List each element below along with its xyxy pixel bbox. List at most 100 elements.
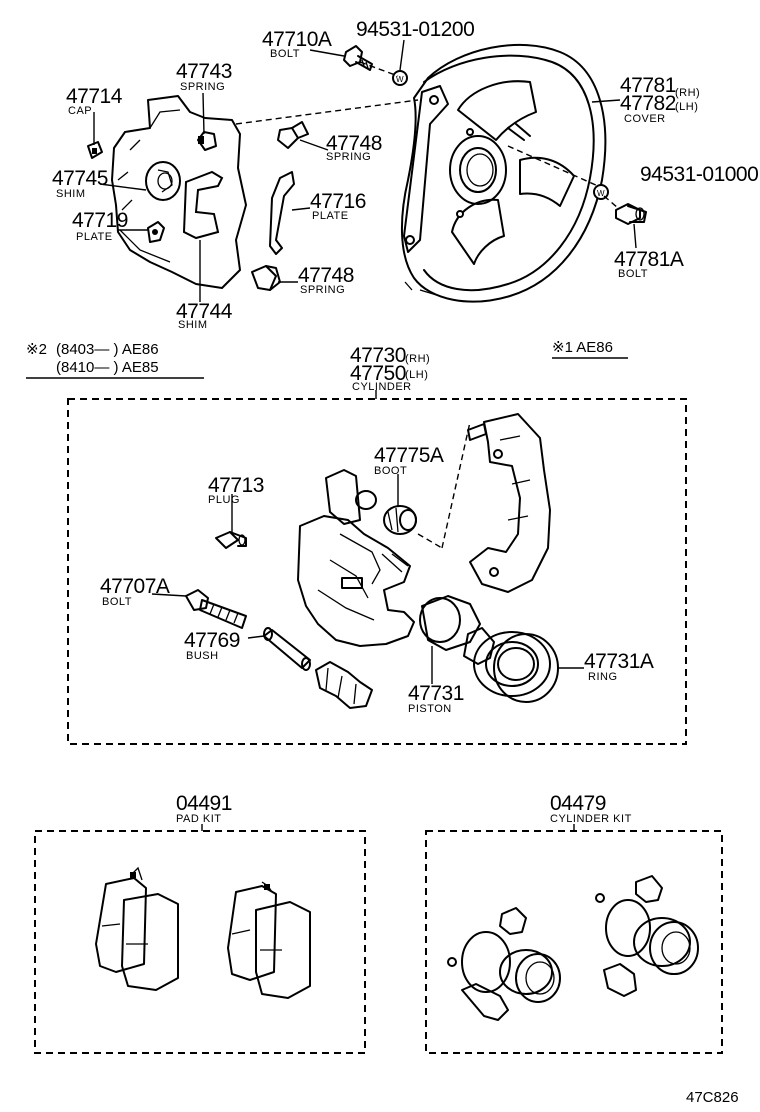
bush-47769-drawing [263,627,311,671]
svg-text:47713: 47713 [208,474,264,497]
seal-ring-47731a-drawing [463,627,559,703]
svg-text:PLUG: PLUG [208,494,240,506]
svg-text:W: W [396,75,404,84]
svg-text:PLATE: PLATE [76,231,113,243]
model-applicability-note-1: ※1 AE86 [552,339,628,359]
part-label-47730-47750: 47730 (RH) 47750 (LH) CYLINDER [350,344,430,393]
svg-text:47748: 47748 [326,132,382,155]
svg-text:47731: 47731 [408,682,464,705]
svg-text:(RH): (RH) [675,87,700,99]
washer-94531-01200-drawing: W [392,70,408,86]
svg-text:47748: 47748 [298,264,354,287]
boot-47775a-drawing [383,505,417,535]
part-label-47731a: 47731A RING [584,650,654,683]
svg-text:BOLT: BOLT [102,596,132,608]
svg-text:47719: 47719 [72,209,128,232]
svg-text:(8410— ) AE85: (8410— ) AE85 [56,359,159,376]
slide-pin-boot-drawing [315,661,373,709]
svg-text:47743: 47743 [176,60,232,83]
svg-text:BUSH: BUSH [186,650,219,662]
svg-text:47781: 47781 [620,74,676,97]
svg-text:47775A: 47775A [374,444,444,467]
svg-text:SHIM: SHIM [178,319,208,331]
svg-text:04479: 04479 [550,792,606,815]
svg-text:※2: ※2 [26,341,47,358]
part-label-47731: 47731 PISTON [408,682,464,715]
cylinder-assembly-box [67,398,687,745]
svg-text:(RH): (RH) [405,353,430,365]
part-label-47748-upper: 47748 SPRING [326,132,382,163]
svg-text:94531-01000: 94531-01000 [640,163,758,186]
model-applicability-note-2: ※2 (8403— ) AE86 (8410— ) AE85 [26,341,204,379]
alignment-lines-top [235,61,619,209]
svg-text:(LH): (LH) [675,101,698,113]
svg-text:PISTON: PISTON [408,703,452,715]
svg-text:04491: 04491 [176,792,232,815]
bolt-47781a-drawing [615,203,647,225]
mounting-caliper-body-drawing [87,95,247,289]
svg-text:SPRING: SPRING [300,284,345,296]
part-label-04479: 04479 CYLINDER KIT [550,792,632,831]
part-label-47719: 47719 PLATE [72,209,128,243]
svg-text:94531-01200: 94531-01200 [356,18,474,41]
caliper-cylinder-drawing [297,469,415,647]
cylinder-kit-box [425,830,723,1054]
spring-47748-lower-drawing [251,265,281,291]
svg-text:47707A: 47707A [100,575,170,598]
svg-text:PLATE: PLATE [312,210,349,222]
caliper-bracket-drawing [467,413,551,593]
pad-kit-box [34,830,366,1054]
svg-text:CYLINDER KIT: CYLINDER KIT [550,813,632,825]
washer-94531-01000-drawing: W [593,184,609,200]
leader-lines-cylinder [151,421,584,684]
svg-text:47744: 47744 [176,300,233,323]
plate-47716-drawing [269,171,295,255]
svg-text:47716: 47716 [310,190,366,213]
svg-text:PAD KIT: PAD KIT [176,813,221,825]
svg-text:47745: 47745 [52,167,108,190]
svg-text:47781A: 47781A [614,248,684,271]
svg-text:47782: 47782 [620,92,676,115]
part-label-94531-01000: 94531-01000 [640,163,759,186]
part-label-47713: 47713 PLUG [208,474,264,506]
svg-text:BOLT: BOLT [618,268,648,280]
svg-text:47750: 47750 [350,362,406,385]
svg-text:SPRING: SPRING [180,81,225,93]
cylinder-kit-seal-parts-drawing [447,875,699,1021]
part-label-47707a: 47707A BOLT [100,575,170,608]
svg-text:※1 AE86: ※1 AE86 [552,339,613,356]
svg-text:BOLT: BOLT [270,48,300,60]
svg-text:RING: RING [588,671,618,683]
svg-text:47714: 47714 [66,85,123,108]
svg-text:COVER: COVER [624,113,666,125]
spring-47748-upper-drawing [277,121,309,149]
part-label-47748-lower: 47748 SPRING [298,264,354,296]
bolt-47707a-drawing [185,589,247,629]
svg-text:SPRING: SPRING [326,151,371,163]
part-label-47775a: 47775A BOOT [374,444,444,477]
plug-47713-drawing [215,531,247,549]
part-label-04491: 04491 PAD KIT [176,792,232,831]
drawing-code: 47C826 [686,1089,739,1106]
part-label-47710a: 47710A BOLT [262,28,332,60]
part-label-47769: 47769 BUSH [184,629,240,662]
piston-47731-drawing [419,595,481,651]
svg-text:SHIM: SHIM [56,188,86,200]
part-label-94531-01200: 94531-01200 [356,18,475,41]
bolt-47710a-drawing [343,45,373,71]
svg-text:47730: 47730 [350,344,406,367]
svg-text:47769: 47769 [184,629,240,652]
svg-text:CAP: CAP [68,105,92,117]
brake-pad-set-1-drawing [95,866,179,991]
part-label-47716: 47716 PLATE [310,190,366,222]
svg-text:47731A: 47731A [584,650,654,673]
brake-pad-set-2-drawing [227,881,311,999]
part-label-47781-47782: 47781 (RH) 47782 (LH) COVER [620,74,700,125]
svg-text:47710A: 47710A [262,28,332,51]
svg-text:CYLINDER: CYLINDER [352,381,412,393]
part-label-47714: 47714 CAP [66,85,123,117]
leader-lines-top [93,39,637,302]
part-label-47745: 47745 SHIM [52,167,108,200]
svg-text:(LH): (LH) [405,369,428,381]
